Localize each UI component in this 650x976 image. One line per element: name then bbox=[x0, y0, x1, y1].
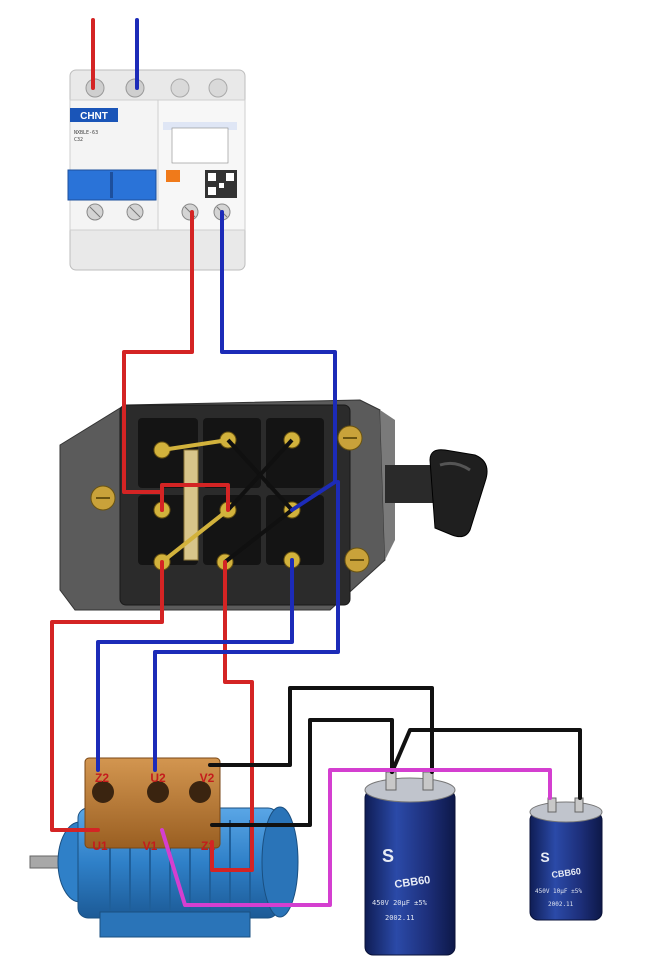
capacitor-brand-mark: S bbox=[382, 846, 394, 866]
circuit-breaker: CHNT NXBLE-63 C32 bbox=[67, 69, 246, 271]
capacitor-spec-label: 450V 20μF ±5% bbox=[372, 899, 428, 907]
switch-handle bbox=[385, 449, 488, 538]
breaker-brand-label: CHNT bbox=[80, 111, 108, 122]
terminal-label-v2: V2 bbox=[200, 771, 215, 785]
z2-wire bbox=[96, 558, 294, 772]
terminal-label-u1: U1 bbox=[92, 839, 108, 853]
reversing-drum-switch bbox=[59, 399, 488, 611]
jumper-bar bbox=[183, 449, 199, 561]
capacitor-series-label: CBB60 bbox=[551, 866, 582, 880]
terminal-label-z2: Z2 bbox=[95, 771, 109, 785]
capacitor-small: S CBB60 450V 10μF ±5% 2002.11 bbox=[529, 797, 603, 921]
terminal-label-v1: V1 bbox=[143, 839, 158, 853]
breaker-to-switch-neutral-wire bbox=[220, 210, 337, 512]
motor-terminal-block bbox=[84, 757, 221, 849]
u2-wire bbox=[153, 480, 340, 772]
test-button bbox=[166, 170, 180, 182]
capacitor-series-label: CBB60 bbox=[394, 874, 431, 891]
breaker-model-label: NXBLE-63 bbox=[74, 130, 98, 136]
switch-jumper-wire bbox=[160, 483, 230, 512]
terminal-label-u2: U2 bbox=[150, 771, 166, 785]
capacitor-parallel-wire bbox=[390, 728, 582, 800]
u1-wire bbox=[50, 560, 164, 832]
z1-wire bbox=[210, 560, 254, 872]
single-phase-motor: Z2 U2 V2 U1 V1 Z1 bbox=[29, 757, 299, 938]
capacitor-spec-label: 450V 10μF ±5% bbox=[535, 888, 582, 895]
capacitor-brand-mark: S bbox=[540, 849, 549, 865]
capacitor-run-wire-b bbox=[210, 718, 394, 827]
breaker-rating-label: C32 bbox=[74, 137, 83, 143]
capacitor-large: S CBB60 450V 20μF ±5% 2002.11 bbox=[364, 771, 456, 956]
start-capacitor-wire bbox=[160, 768, 552, 907]
capacitor-run-wire-a bbox=[208, 686, 434, 774]
capacitor-date-label: 2002.11 bbox=[548, 901, 574, 908]
capacitor-date-label: 2002.11 bbox=[385, 914, 415, 922]
